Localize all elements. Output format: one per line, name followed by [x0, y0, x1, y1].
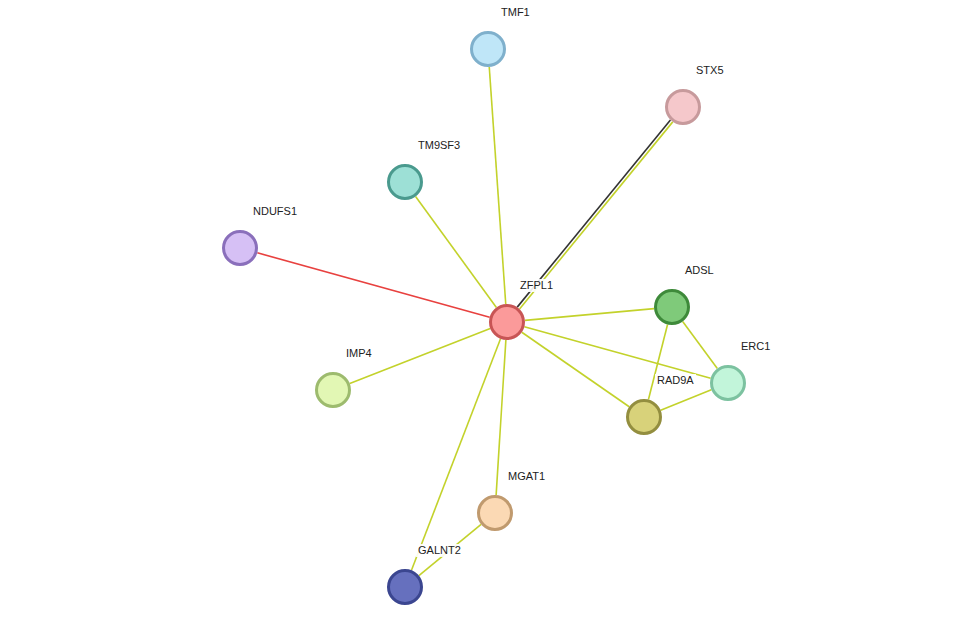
protein-node: TM9SF3	[387, 164, 423, 200]
protein-node: TMF1	[470, 31, 506, 67]
interaction-edge	[525, 309, 654, 321]
node-label: GALNT2	[416, 544, 463, 557]
interaction-edge	[683, 321, 718, 368]
protein-node: MGAT1	[477, 495, 513, 531]
node-label: ADSL	[683, 264, 716, 277]
interaction-edge	[522, 332, 629, 406]
node-label: ERC1	[739, 340, 772, 353]
node-label: TM9SF3	[416, 139, 462, 152]
node-label: STX5	[694, 64, 726, 77]
protein-node: NDUFS1	[222, 230, 258, 266]
interaction-edge	[489, 67, 506, 304]
interaction-edge	[496, 340, 506, 495]
interaction-edge	[416, 197, 497, 308]
interaction-edge	[411, 339, 500, 570]
interaction-edge	[648, 324, 667, 399]
interaction-edge	[517, 120, 673, 309]
node-label: IMP4	[344, 347, 374, 360]
node-label: ZFPL1	[518, 279, 555, 292]
node-label: TMF1	[499, 6, 532, 19]
protein-node: ERC1	[710, 365, 746, 401]
node-label: MGAT1	[506, 470, 547, 483]
protein-node: RAD9A	[626, 399, 662, 435]
protein-node: STX5	[665, 89, 701, 125]
protein-node: ADSL	[654, 289, 690, 325]
node-label: NDUFS1	[251, 205, 299, 218]
protein-node: ZFPL1	[489, 304, 525, 340]
interaction-edge	[257, 253, 489, 317]
protein-node: IMP4	[315, 372, 351, 408]
protein-node: GALNT2	[387, 569, 423, 605]
node-label: RAD9A	[655, 374, 696, 387]
interaction-edge	[661, 390, 712, 410]
